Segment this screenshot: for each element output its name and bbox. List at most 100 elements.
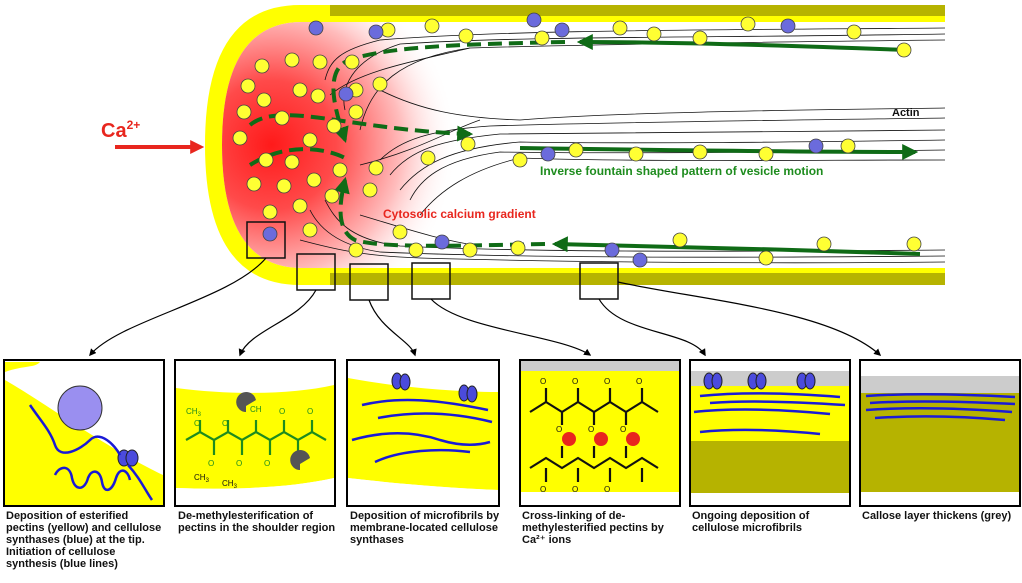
- vesicle-yellow: [758, 250, 774, 266]
- panel-ongoing-deposition: [689, 359, 851, 507]
- svg-text:O: O: [264, 459, 270, 468]
- svg-text:O: O: [307, 407, 313, 416]
- vesicle-yellow: [276, 178, 292, 194]
- flow-arrow-top-in: [331, 40, 566, 144]
- svg-text:O: O: [620, 425, 626, 434]
- panel-calcium-crosslinking: O O O O O O O O O O: [519, 359, 681, 507]
- svg-text:O: O: [556, 425, 562, 434]
- vesicle-yellow: [232, 130, 248, 146]
- vesicle-yellow: [362, 182, 378, 198]
- svg-text:O: O: [236, 459, 242, 468]
- vesicle-yellow: [692, 144, 708, 160]
- vesicle-yellow: [258, 152, 274, 168]
- svg-text:O: O: [279, 407, 285, 416]
- caption-microfibrils: Deposition of microfibrils by membrane-l…: [350, 510, 500, 546]
- vesicle-yellow: [254, 58, 270, 74]
- vesicle-yellow: [368, 160, 384, 176]
- vesicle-blue: [780, 18, 796, 34]
- calcium-ion: [562, 432, 576, 446]
- vesicle-blue: [368, 24, 384, 40]
- pectin-chain: [185, 420, 327, 455]
- svg-text:CH3: CH3: [194, 473, 210, 484]
- vesicle-blue-cellulose-synthase: [57, 385, 103, 431]
- gradient-label: Cytosolic calcium gradient: [383, 207, 536, 221]
- vesicle-yellow: [326, 118, 342, 134]
- vesicle-blue: [632, 252, 648, 268]
- vesicle-yellow: [458, 28, 474, 44]
- vesicle-yellow: [510, 240, 526, 256]
- fountain-label: Inverse fountain shaped pattern of vesic…: [540, 164, 823, 178]
- svg-text:O: O: [540, 377, 546, 386]
- vesicle-yellow: [816, 236, 832, 252]
- svg-text:O: O: [222, 419, 228, 428]
- panel-callose-thickening: [859, 359, 1021, 507]
- vesicle-yellow: [310, 88, 326, 104]
- vesicle-yellow: [256, 92, 272, 108]
- vesicle-yellow: [672, 232, 688, 248]
- vesicle-blue: [540, 146, 556, 162]
- vesicles: [232, 12, 922, 268]
- svg-text:O: O: [572, 485, 578, 494]
- flow-arrow-center-in: [248, 113, 474, 142]
- vesicle-yellow: [246, 176, 262, 192]
- actin-label: Actin: [892, 107, 920, 119]
- vesicle-yellow: [628, 146, 644, 162]
- svg-text:O: O: [604, 377, 610, 386]
- vesicle-yellow: [840, 138, 856, 154]
- vesicle-yellow: [420, 150, 436, 166]
- svg-text:O: O: [572, 377, 578, 386]
- flow-arrow-center-in-lower: [248, 147, 346, 167]
- calcium-ion: [626, 432, 640, 446]
- vesicle-blue: [434, 234, 450, 250]
- vesicle-yellow: [312, 54, 328, 70]
- svg-text:O: O: [208, 459, 214, 468]
- vesicle-yellow: [324, 188, 340, 204]
- vesicle-yellow: [392, 224, 408, 240]
- panel-microfibril-deposition: [346, 359, 500, 507]
- vesicle-yellow: [240, 78, 256, 94]
- vesicle-yellow: [302, 222, 318, 238]
- vesicle-yellow: [348, 104, 364, 120]
- vesicle-yellow: [424, 18, 440, 34]
- vesicle-yellow: [372, 76, 388, 92]
- vesicle-yellow: [906, 236, 922, 252]
- callose-wall-bottom: [330, 273, 945, 285]
- vesicle-yellow: [534, 30, 550, 46]
- calcium-influx: Ca2+: [101, 118, 205, 154]
- svg-text:CH3: CH3: [222, 479, 238, 490]
- vesicle-yellow: [306, 172, 322, 188]
- vesicle-yellow: [262, 204, 278, 220]
- flow-arrow-top-return: [576, 34, 906, 52]
- vesicle-yellow: [332, 162, 348, 178]
- calcium-gradient: [222, 22, 470, 268]
- connector-lines: [89, 257, 882, 357]
- caption-crosslinking: Cross-linking of de-methylesterified pec…: [522, 510, 664, 546]
- pollen-tube: [205, 5, 945, 285]
- panel-tip-deposition: [3, 359, 165, 507]
- vesicle-yellow: [236, 104, 252, 120]
- vesicle-yellow: [292, 198, 308, 214]
- svg-text:CH3: CH3: [186, 407, 202, 418]
- svg-text:CH: CH: [250, 405, 262, 414]
- vesicle-yellow: [758, 146, 774, 162]
- callose-wall-top: [330, 5, 945, 16]
- caption-callose: Callose layer thickens (grey): [862, 510, 1012, 522]
- vesicle-yellow: [462, 242, 478, 258]
- svg-text:O: O: [588, 425, 594, 434]
- vesicle-yellow: [612, 20, 628, 36]
- vesicle-yellow: [692, 30, 708, 46]
- flow-arrow-bottom-in: [334, 176, 546, 248]
- caption-shoulder: De-methylesterification of pectins in th…: [178, 510, 336, 534]
- pectin-methylesterase-enzyme: [236, 392, 256, 412]
- vesicle-yellow: [512, 152, 528, 168]
- pectin-methylesterase-enzyme-2: [290, 450, 310, 470]
- vesicle-yellow: [568, 142, 584, 158]
- vesicle-blue: [308, 20, 324, 36]
- vesicle-yellow: [302, 132, 318, 148]
- vesicle-yellow: [846, 24, 862, 40]
- calcium-ion: [594, 432, 608, 446]
- vesicle-yellow: [896, 42, 912, 58]
- svg-text:O: O: [540, 485, 546, 494]
- vesicle-blue: [526, 12, 542, 28]
